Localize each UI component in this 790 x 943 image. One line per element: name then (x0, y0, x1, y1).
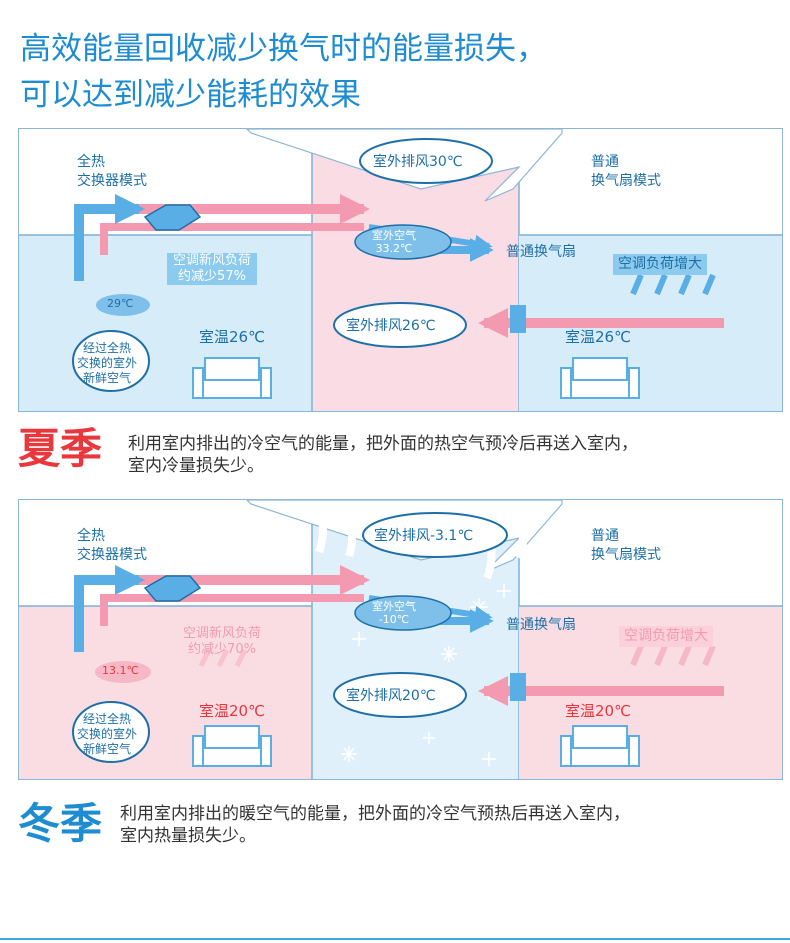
room-temp-right: 室温26℃ (565, 328, 631, 346)
room-temp-right: 室温20℃ (565, 702, 631, 720)
cool-supply-arrow (74, 194, 145, 281)
exhaust-mid-label: 室外排风26℃ (346, 318, 436, 334)
load-arrows (630, 644, 716, 667)
load-arrows (630, 273, 716, 296)
heat-exchanger (143, 575, 202, 602)
sofa-right (560, 357, 640, 399)
snow-drips (315, 506, 528, 580)
exhaust-bubble (362, 512, 508, 558)
sofa-left (192, 357, 272, 399)
fresh-air-label: 经过全热交换的室外新鲜空气 (77, 341, 138, 385)
fan-label: 普通换气扇 (506, 244, 576, 260)
outdoor-air-label: 室外空气-10℃ (372, 600, 416, 626)
fresh-air-label: 经过全热交换的室外新鲜空气 (77, 712, 138, 756)
outdoor-air-bubble (354, 595, 452, 631)
winter-description: 利用室内排出的暖空气的能量，把外面的冷空气预热后再送入室内，室内热量损失少。 (120, 804, 630, 846)
supply-temp-bubble (95, 661, 151, 683)
cool-supply-arrow (74, 565, 145, 652)
season-winter: 冬季 (18, 799, 103, 848)
winter-diagram-graphic (19, 500, 782, 779)
load-reduce-label: 空调新风负荷约减少57% (167, 253, 258, 285)
mode-title-right: 普通换气扇模式 (591, 528, 661, 563)
exhaust-top-label: 室外排风-3.1℃ (374, 528, 474, 544)
fresh-air-bubble (72, 701, 150, 763)
bottom-divider (0, 938, 790, 940)
headline: 高效能量回收减少换气时的能量损失， 可以达到减少能耗的效果 (20, 26, 547, 118)
outdoor-air-bubble (354, 224, 452, 260)
ventilation-fan (510, 673, 526, 701)
ventilation-fan (510, 305, 526, 333)
exhaust-mid-bubble (333, 302, 467, 348)
return-air-arrow (100, 223, 364, 255)
exhaust-top-label: 室外排风30℃ (373, 154, 463, 170)
sofa-right (560, 725, 640, 767)
headline-line-1: 高效能量回收减少换气时的能量损失， (20, 31, 547, 67)
sofa-left (192, 725, 272, 767)
room-temp-left: 室温26℃ (199, 328, 265, 346)
fresh-air-bubble (72, 330, 150, 392)
heat-exchanger (143, 204, 202, 231)
room-temp-left: 室温20℃ (199, 702, 265, 720)
season-summer: 夏季 (18, 424, 103, 473)
supply-temp-bubble (96, 294, 150, 316)
reduced-load-arrows (198, 648, 248, 668)
headline-line-2: 可以达到减少能耗的效果 (20, 77, 361, 113)
summer-description: 利用室内排出的冷空气的能量，把外面的热空气预冷后再送入室内，室内冷量损失少。 (128, 434, 638, 476)
load-increase-label: 空调负荷增大 (613, 254, 707, 275)
mode-title-right: 普通换气扇模式 (591, 154, 661, 189)
load-reduce-label: 空调新风负荷约减少70% (183, 626, 262, 657)
load-increase-label: 空调负荷增大 (619, 626, 713, 647)
fan-label: 普通换气扇 (506, 617, 576, 633)
exhaust-mid-label: 室外排风20℃ (346, 688, 436, 704)
exhaust-bubble (359, 138, 493, 184)
mode-title-left: 全热交换器模式 (77, 528, 147, 563)
supply-temp-label: 13.1℃ (102, 664, 139, 677)
exhaust-mid-bubble (333, 672, 467, 718)
mode-title-left: 全热交换器模式 (77, 154, 147, 189)
winter-diagram: 全热交换器模式 普通换气扇模式 室外排风-3.1℃ 室外空气-10℃ 普通换气扇… (18, 499, 783, 780)
return-air-arrow (100, 594, 364, 626)
supply-temp-label: 29℃ (107, 297, 134, 310)
